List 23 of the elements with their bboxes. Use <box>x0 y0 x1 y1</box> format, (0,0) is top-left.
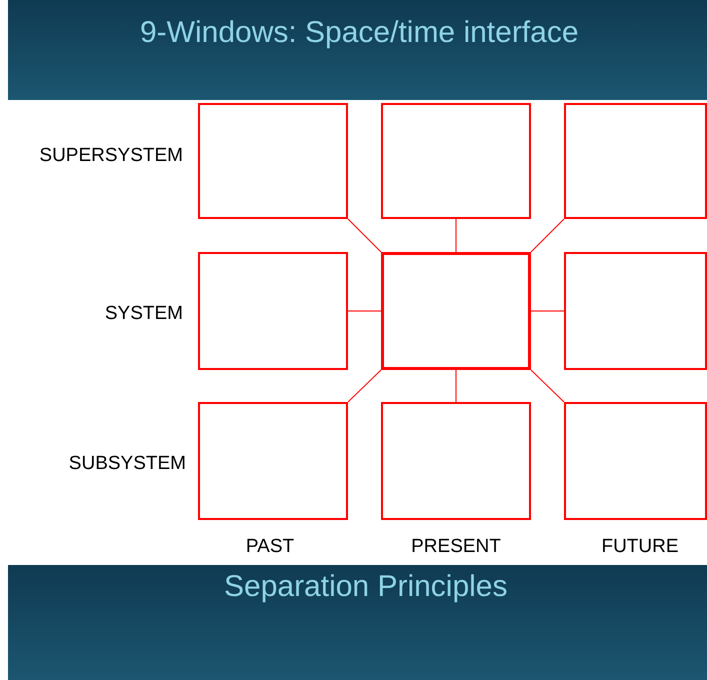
connector-line <box>530 370 564 402</box>
window-box <box>564 103 707 219</box>
connector-line <box>348 370 382 402</box>
slide-subtitle: Separation Principles <box>224 570 508 604</box>
row-label: SYSTEM <box>104 303 183 325</box>
column-label: PRESENT <box>411 536 501 558</box>
window-box <box>381 103 531 219</box>
window-box <box>198 402 348 520</box>
connector-line <box>530 218 564 252</box>
window-box <box>564 402 707 520</box>
window-box <box>198 103 348 219</box>
column-label: PAST <box>246 536 294 558</box>
connector-line <box>530 310 564 312</box>
slide-title: 9-Windows: Space/time interface <box>140 16 579 50</box>
window-box <box>381 252 531 370</box>
window-box <box>381 402 531 520</box>
connector-line <box>348 310 382 312</box>
row-label: SUBSYSTEM <box>68 453 186 475</box>
row-label: SUPERSYSTEM <box>39 145 183 167</box>
column-label: FUTURE <box>601 536 679 558</box>
window-box <box>564 252 707 370</box>
connector-line <box>348 218 382 252</box>
window-box <box>198 252 348 370</box>
